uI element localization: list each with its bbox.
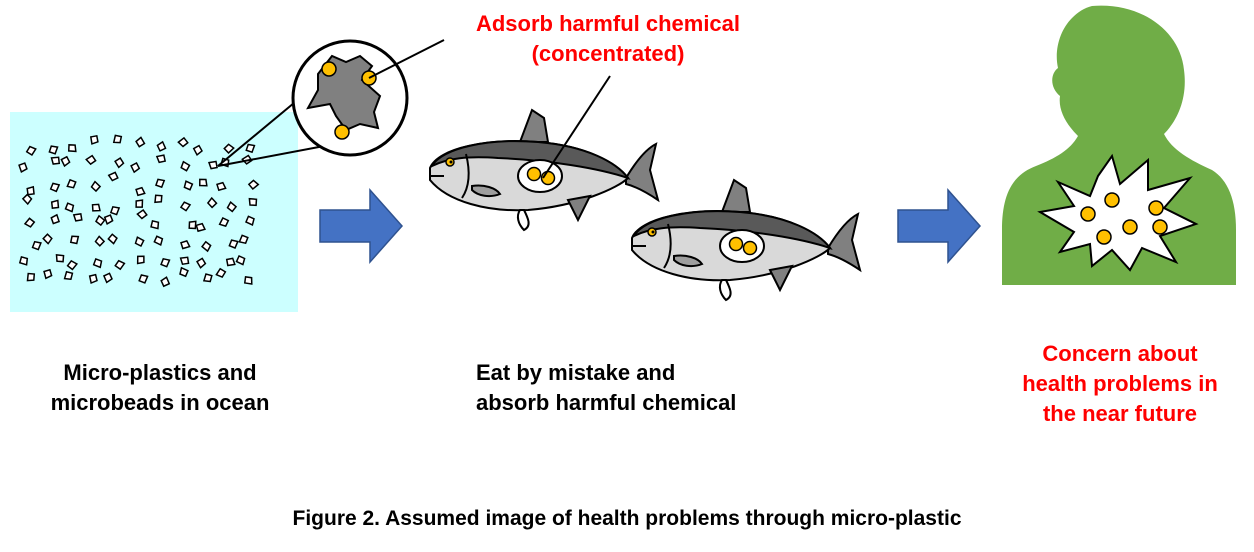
microplastic-particle (156, 154, 166, 164)
adsorb-label-line1: Adsorb harmful chemical (475, 11, 741, 36)
microplastic-particle (88, 273, 98, 284)
adsorb-label-line2: (concentrated) (531, 41, 685, 66)
eat-label-line2: absorb harmful chemical (476, 390, 737, 415)
microplastic-particle (50, 199, 60, 210)
pointer-line (542, 75, 611, 179)
microplastic-particle (54, 253, 66, 264)
microplastic-particle (26, 185, 36, 196)
ocean-label-line1: Micro-plastics and (63, 360, 257, 385)
chemical-dots (1080, 192, 1168, 245)
burst-shape (1037, 153, 1199, 272)
concern-label-line3: the near future (1042, 401, 1198, 426)
microplastic-particle (134, 198, 145, 209)
arrow-right (319, 188, 404, 264)
microplastic-particle (187, 219, 198, 231)
microplastic-particle (153, 193, 164, 205)
chemical-dot (334, 124, 350, 140)
microplastic-particle (247, 196, 259, 208)
fish-2 (631, 179, 861, 301)
ocean-background (10, 112, 298, 312)
figure-caption: Figure 2. Assumed image of health proble… (292, 507, 962, 530)
eat-label-line1: Eat by mistake and (476, 360, 676, 385)
microplastic-particle (179, 256, 190, 266)
eat-label: Eat by mistake and absorb harmful chemic… (476, 358, 796, 418)
person-silhouette (1002, 5, 1236, 286)
ocean-label: Micro-plastics and microbeads in ocean (10, 358, 310, 418)
fish-1 (429, 109, 659, 231)
concern-label: Concern about health problems in the nea… (1000, 339, 1240, 429)
microplastic-particle (198, 177, 209, 188)
microplastic-particle (67, 143, 78, 154)
arrow-right (897, 188, 982, 264)
microplastic-particle (243, 275, 255, 286)
adsorb-label: Adsorb harmful chemical (concentrated) (418, 9, 798, 69)
zoom-callout (217, 39, 445, 167)
concern-label-line1: Concern about (1042, 341, 1198, 366)
ocean-panel (10, 112, 298, 312)
ocean-label-line2: microbeads in ocean (50, 390, 270, 415)
microplastic-particle (50, 156, 61, 166)
microplastic-particle (90, 135, 99, 145)
chemical-dot (321, 61, 337, 77)
microplastic-particle (91, 203, 102, 213)
microplastic-particle (208, 160, 218, 170)
microplastic-particle (225, 257, 236, 267)
microplastic-particle (73, 213, 83, 222)
microplastic-particle (135, 254, 146, 266)
concern-label-line2: health problems in (1022, 371, 1218, 396)
microplastic-particle (25, 271, 37, 283)
